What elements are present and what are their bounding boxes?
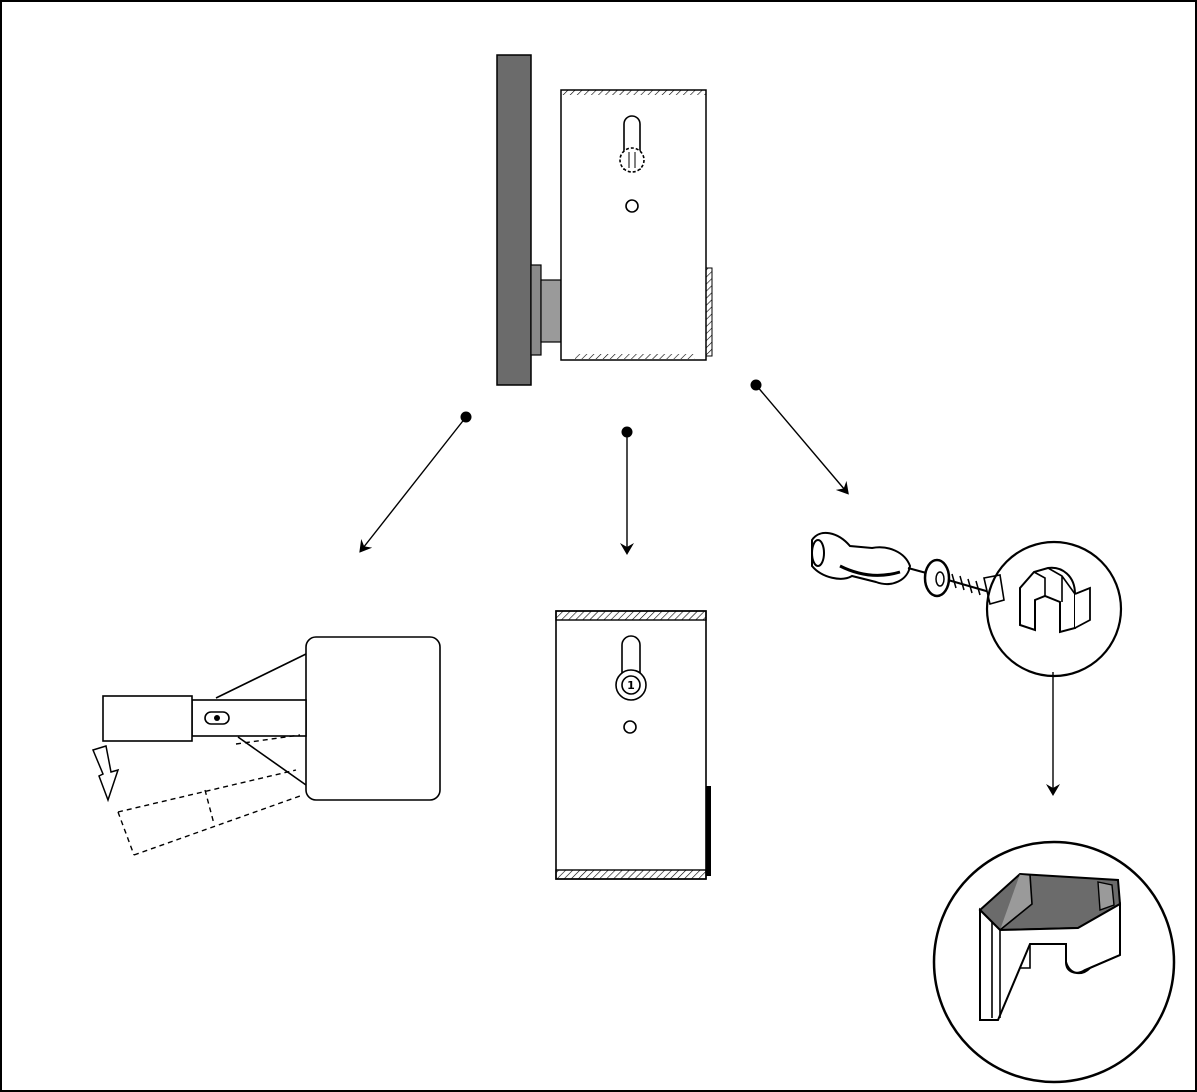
screw-clip-view [811, 531, 1123, 678]
clip-top-ridge-2 [1097, 881, 1115, 911]
hinge-block-edge-plate [705, 267, 713, 357]
front-block-edge-plate [706, 786, 711, 876]
hinge-front-view: 1 [555, 610, 711, 880]
magnifier-circle [985, 540, 1123, 678]
swing-arm-pin [214, 715, 220, 721]
clip-top-ridge [999, 873, 1033, 931]
hinge-block-top-hatch [561, 90, 706, 95]
hinge-block-bottom-hatch [575, 354, 695, 359]
clip-enlarged-view [932, 840, 1176, 1084]
mounting-collar [540, 279, 562, 343]
front-adjust-hole [623, 720, 637, 734]
adjust-hole [625, 199, 639, 213]
screwdriver-end-cap [811, 539, 825, 567]
screwdriver-handle [811, 531, 912, 585]
clip-side [1074, 586, 1091, 629]
front-block-bottom-hatch [555, 869, 707, 880]
swing-arm-dashed [117, 734, 301, 856]
swing-support-line-top [215, 653, 307, 699]
callout-arrows [359, 379, 1060, 796]
callout-arrow-right [755, 384, 849, 495]
keyhole-screw [619, 147, 645, 173]
hinge-block [560, 89, 707, 361]
screwdriver-shadow [839, 564, 901, 577]
thread-lines [951, 573, 981, 596]
clip-step [1020, 944, 1031, 969]
side-panel [496, 54, 532, 386]
front-block-top-hatch [555, 610, 707, 621]
assembly-view [496, 54, 713, 386]
front-keyhole-slot [621, 635, 641, 676]
clip-part [1019, 566, 1076, 634]
front-keyhole-screw-head [621, 675, 641, 695]
mounting-boss [530, 264, 542, 356]
swing-block [305, 636, 441, 801]
front-keyhole-badge: 1 [627, 679, 635, 692]
swing-arm-tip [102, 695, 193, 742]
clip-lip [1065, 954, 1121, 975]
swing-direction-arrow [91, 745, 120, 803]
keyhole-slot [623, 115, 641, 170]
front-block [555, 610, 707, 880]
swing-support-line-bottom [237, 736, 307, 786]
washer-hole [935, 571, 945, 587]
hinge-swing-view [91, 636, 441, 856]
clip-web [991, 922, 1001, 1018]
clip-edges [1033, 567, 1076, 602]
callout-arrow-left [359, 416, 467, 553]
